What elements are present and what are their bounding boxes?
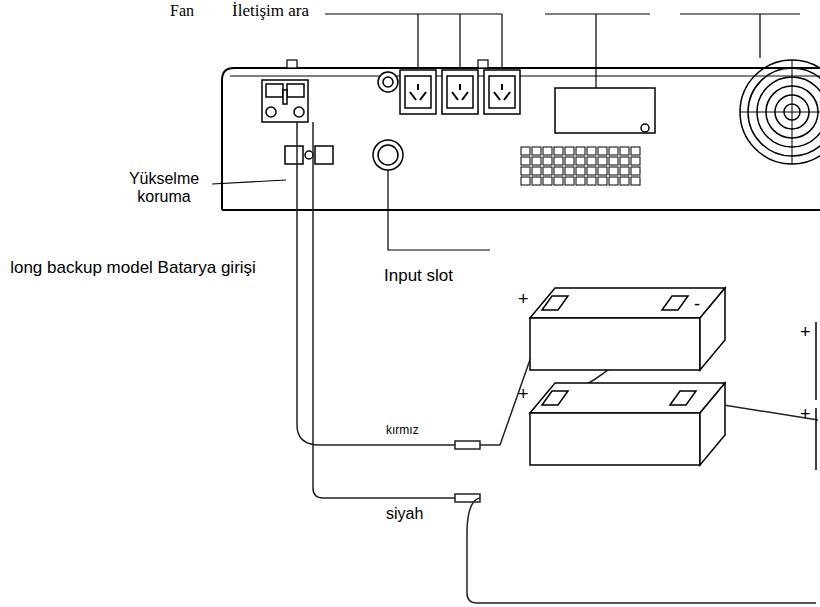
rear-panel-part xyxy=(287,60,297,68)
polarity-mark: + xyxy=(800,404,811,425)
part-label: Input slot xyxy=(384,266,453,286)
battery-connector-part xyxy=(283,90,287,104)
batteries-part xyxy=(700,383,725,465)
output-sockets-part xyxy=(410,84,426,100)
batteries-part xyxy=(670,391,696,405)
fan-grille-part xyxy=(740,60,820,164)
batteries-part xyxy=(530,383,725,413)
batteries-part xyxy=(700,288,725,370)
output-sockets-part xyxy=(452,84,468,100)
output-sockets-part xyxy=(405,76,431,108)
output-sockets-part xyxy=(442,70,478,114)
output-sockets xyxy=(400,70,520,114)
batteries-part xyxy=(530,413,700,465)
battery-connector-part xyxy=(262,80,308,122)
rear-panel xyxy=(222,60,820,210)
polarity-mark: + xyxy=(518,289,529,310)
polarity-mark: - xyxy=(694,294,700,315)
breaker-and-input-part xyxy=(383,77,393,87)
breaker-and-input xyxy=(373,72,403,170)
wire-color-label: kırmız xyxy=(386,424,419,438)
breaker-and-input-part xyxy=(378,145,398,165)
communication-port-part xyxy=(641,124,649,132)
surge-protection-part xyxy=(285,146,303,164)
leader-lines-part xyxy=(212,180,286,184)
fan-grille-part xyxy=(740,60,820,164)
battery-connector-part xyxy=(287,84,304,97)
batteries-part xyxy=(662,296,688,310)
output-sockets-part xyxy=(447,76,473,108)
surge-protection-part xyxy=(305,151,313,159)
battery-wires-part xyxy=(455,441,480,449)
batteries-part xyxy=(530,288,725,318)
batteries-part xyxy=(815,322,817,470)
communication-port xyxy=(555,88,655,133)
battery-connector xyxy=(262,80,308,122)
leader-lines-part xyxy=(545,14,650,88)
output-sockets-part xyxy=(489,76,515,108)
rear-panel-part xyxy=(222,209,820,211)
batteries xyxy=(530,288,816,470)
part-label: long backup model Batarya girişi xyxy=(2,258,264,278)
battery-wires-part xyxy=(467,498,816,603)
leader-lines-part xyxy=(680,14,800,58)
battery-wires xyxy=(297,122,818,603)
output-sockets-part xyxy=(494,84,510,100)
batteries-part xyxy=(530,318,700,370)
rear-panel-part xyxy=(478,60,488,68)
rear-panel-part xyxy=(230,76,820,77)
rear-panel-part xyxy=(222,68,820,210)
vent-grid xyxy=(520,146,641,186)
communication-port-part xyxy=(555,88,655,133)
part-label: Fan xyxy=(170,2,194,20)
breaker-and-input-part xyxy=(378,72,398,92)
output-sockets-part xyxy=(400,70,436,114)
leader-lines xyxy=(212,14,800,250)
fan-grille xyxy=(740,60,820,164)
surge-protection-part xyxy=(315,146,333,164)
battery-wires-part xyxy=(455,494,480,502)
batteries-part xyxy=(542,391,568,405)
polarity-mark: + xyxy=(800,322,811,343)
wire-color-label: siyah xyxy=(386,505,423,523)
battery-wires-part xyxy=(313,122,455,498)
battery-connector-part xyxy=(266,107,276,117)
batteries-part xyxy=(542,296,568,310)
battery-connector-part xyxy=(266,84,283,97)
part-label: Yükselme koruma xyxy=(112,170,216,207)
polarity-mark: + xyxy=(518,384,529,405)
battery-wires-part xyxy=(297,122,455,445)
output-sockets-part xyxy=(484,70,520,114)
breaker-and-input-part xyxy=(373,140,403,170)
part-label: İletişim ara xyxy=(232,1,309,21)
leader-lines-part xyxy=(325,14,502,68)
battery-connector-part xyxy=(294,107,304,117)
surge-protection xyxy=(285,146,333,164)
